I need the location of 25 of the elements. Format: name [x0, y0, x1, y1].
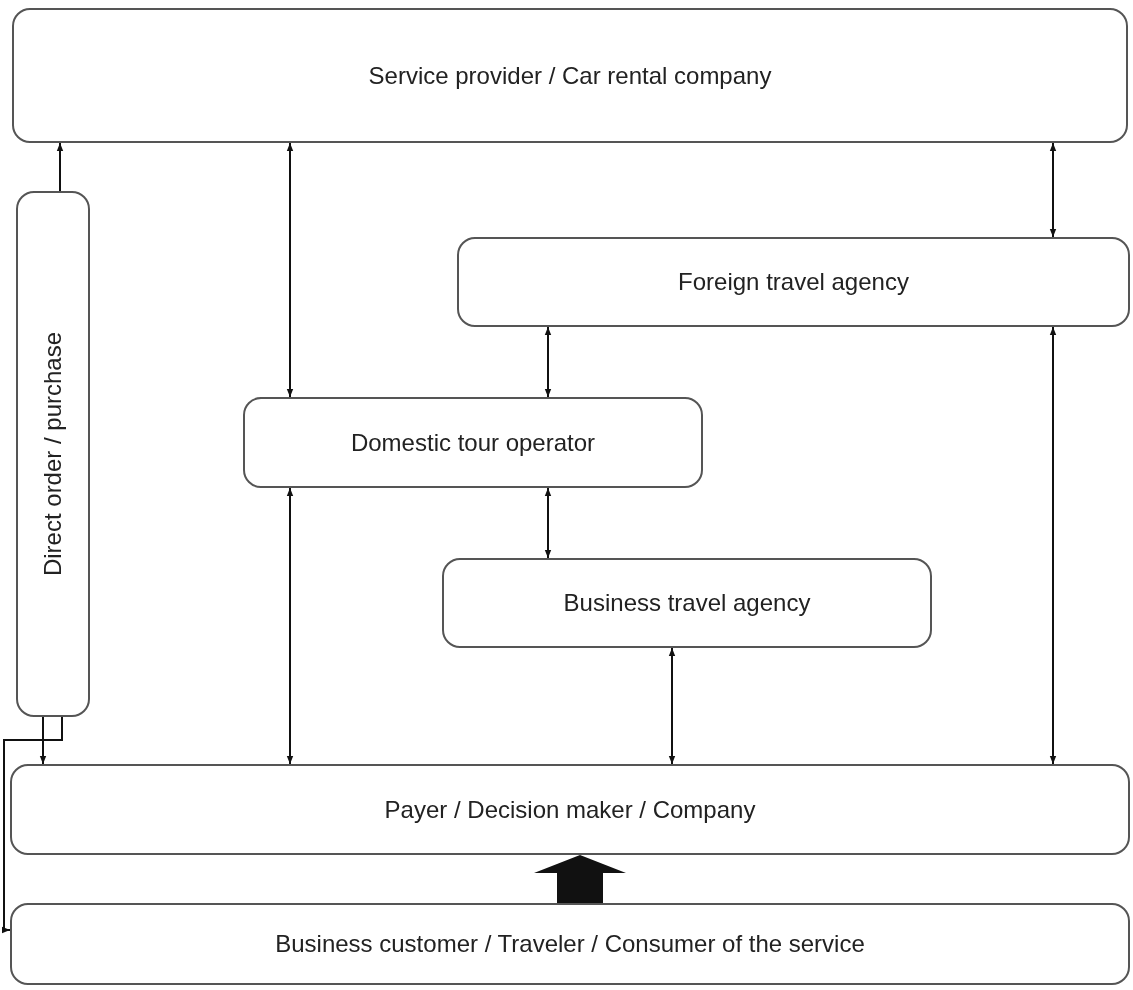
customer-box	[10, 903, 1130, 985]
arrow	[56, 142, 64, 192]
payer-box	[10, 764, 1130, 855]
box-label: Business customer / Traveler / Consumer of the service	[275, 930, 865, 958]
arrow	[286, 487, 294, 765]
agency-box	[457, 237, 1130, 327]
operator-box	[243, 397, 703, 488]
box-label: Direct order / purchase	[39, 331, 67, 577]
arrow	[544, 326, 552, 398]
box-label: Foreign travel agency	[678, 268, 909, 296]
direct-order-box	[16, 191, 90, 717]
agency-box	[442, 558, 932, 648]
arrow	[286, 142, 294, 398]
block-arrow	[534, 855, 626, 903]
box-label: Business travel agency	[563, 589, 811, 617]
arrow	[668, 647, 676, 765]
arrow	[2, 716, 63, 934]
box-label: Payer / Decision maker / Company	[384, 795, 756, 824]
box-label: Domestic tour operator	[350, 428, 596, 457]
arrow	[544, 487, 552, 559]
box-label: Service provider / Car rental company	[368, 61, 772, 90]
arrow	[1049, 326, 1057, 765]
arrow	[39, 716, 47, 765]
provider-box	[12, 8, 1128, 143]
arrow	[1049, 142, 1057, 238]
